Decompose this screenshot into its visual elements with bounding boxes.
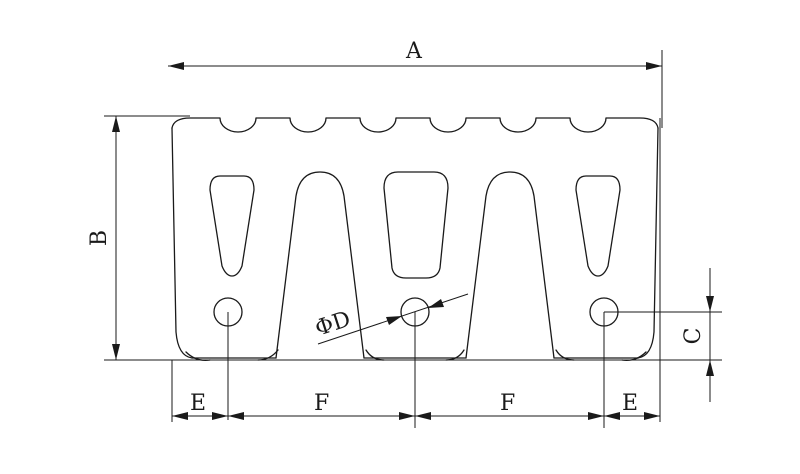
dimension-a: A	[168, 39, 663, 128]
dimension-a-label: A	[405, 39, 423, 64]
left-teardrop-window	[209, 175, 255, 277]
dimension-b-label: B	[87, 230, 112, 246]
dimension-e-right-label: E	[622, 391, 638, 416]
left-outer-side	[171, 127, 193, 359]
dimension-f-left-label: F	[314, 391, 329, 416]
dimension-c: C	[604, 268, 722, 402]
bottom-dimensions: E F F E	[171, 312, 660, 428]
right-foot-chamfer	[555, 349, 647, 361]
inner-windows	[209, 171, 621, 279]
right-teardrop-window	[575, 175, 621, 277]
right-outer-side	[637, 127, 659, 359]
slot-right	[465, 171, 555, 359]
dimension-d: ΦD	[312, 293, 469, 345]
dimension-c-label: C	[681, 328, 706, 345]
dimension-b: B	[87, 115, 722, 361]
holes	[213, 297, 619, 327]
scalloped-top-edge	[171, 117, 659, 133]
dimension-e-left-label: E	[190, 391, 206, 416]
dimension-d-label: ΦD	[312, 307, 354, 342]
slot-left	[275, 171, 365, 359]
part-outline	[171, 117, 659, 361]
left-foot-chamfer	[185, 349, 279, 361]
dimension-f-right-label: F	[500, 391, 515, 416]
middle-trapezoid-window	[383, 171, 449, 279]
